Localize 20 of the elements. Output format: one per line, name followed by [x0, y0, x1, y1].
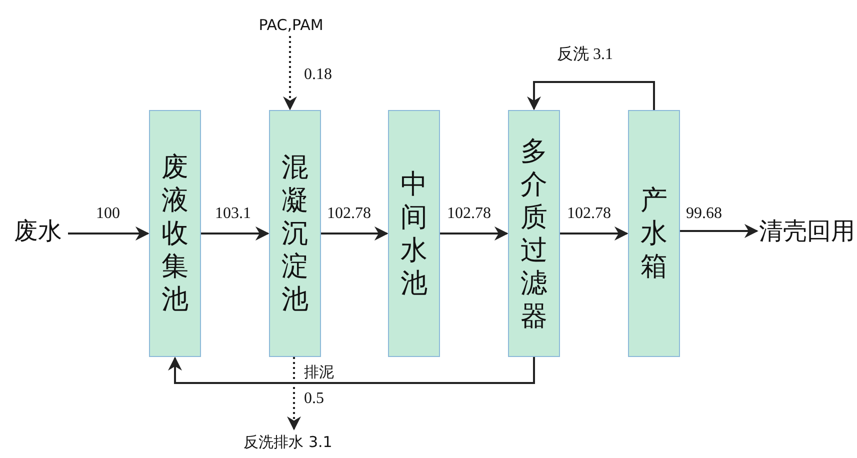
arrow [527, 81, 655, 110]
flow-label: 排泥 [303, 363, 335, 382]
arrow [440, 226, 508, 240]
tank-box: 产水箱 [628, 110, 680, 357]
output-label: 清壳回用 [758, 214, 856, 248]
dotted-arrow [283, 36, 297, 110]
arrow [68, 226, 150, 240]
tank-box: 中间水池 [388, 110, 440, 357]
source-label: 废水 [8, 214, 68, 248]
arrow [321, 226, 388, 240]
arrow [201, 226, 270, 240]
chemical-label: PAC,PAM [246, 14, 336, 36]
arrow [680, 224, 758, 238]
tank-box: 废液收集池 [149, 110, 201, 357]
filter-box: 多介质过滤器 [508, 110, 560, 357]
arrow [560, 226, 628, 240]
tank-box: 混凝沉淀池 [269, 110, 321, 357]
dotted-arrow [287, 357, 301, 430]
arrow [168, 356, 535, 384]
drain-label: 反洗排水 3.1 [228, 430, 348, 454]
